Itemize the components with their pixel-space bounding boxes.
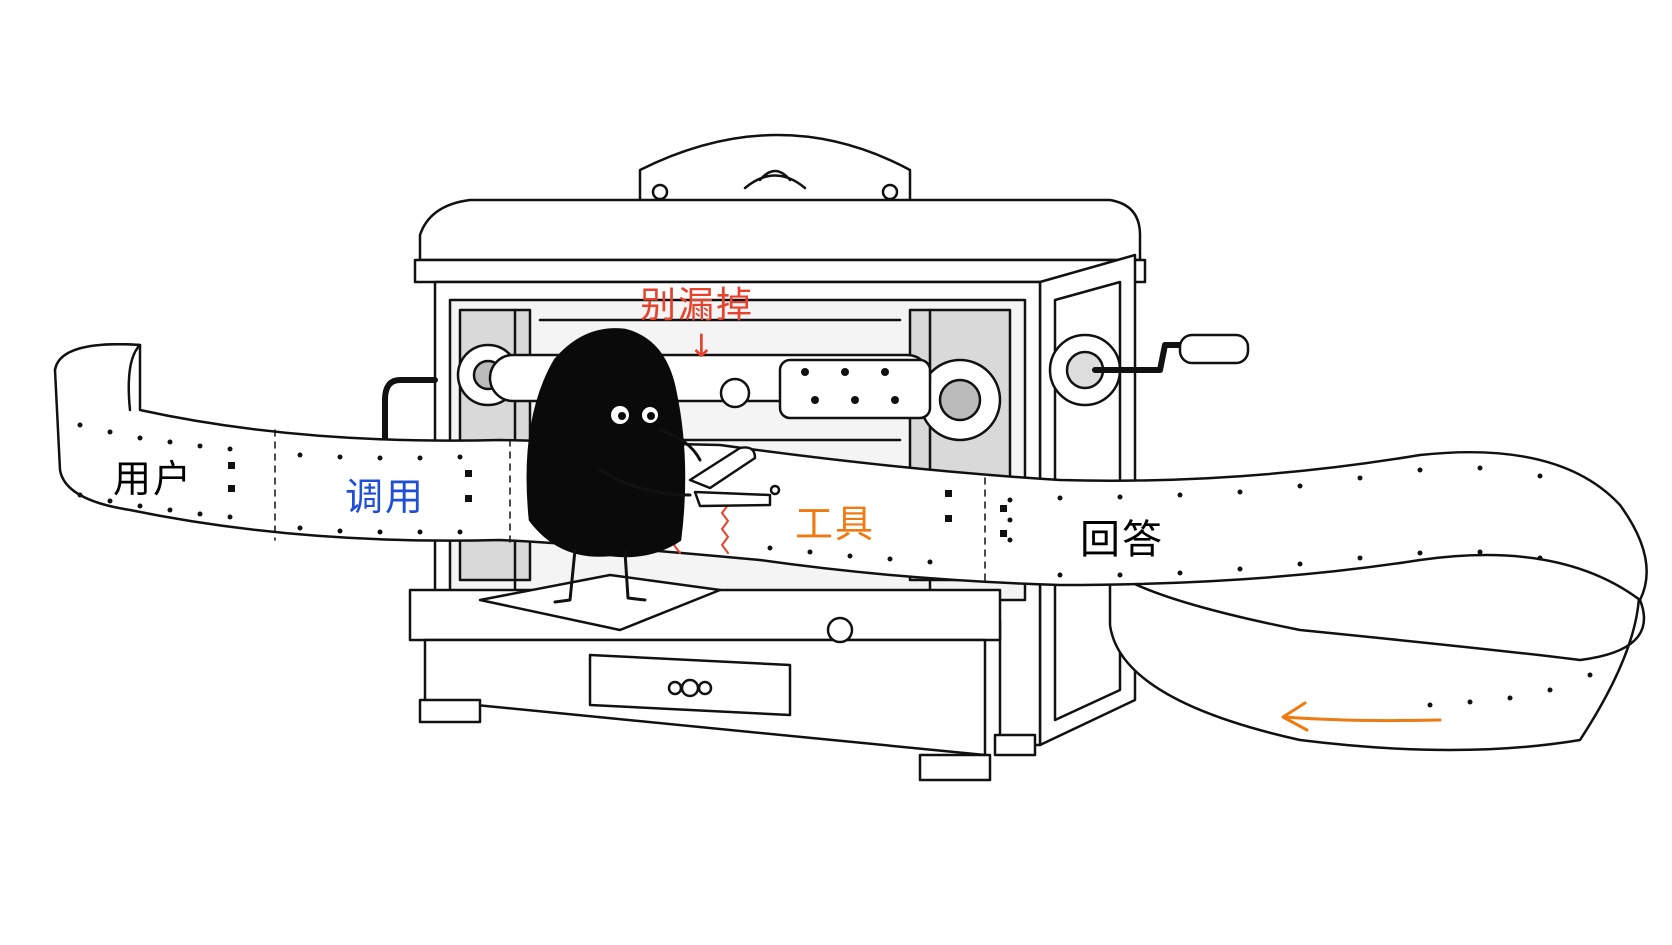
annotation-label: 别漏掉 xyxy=(640,285,755,326)
creature xyxy=(526,328,702,604)
crank-handle-icon xyxy=(1048,333,1250,407)
segment-label-call: 调用 xyxy=(345,475,426,519)
segment-label-answer: 回答 xyxy=(1080,517,1164,563)
segment-label-tool: 工具 xyxy=(795,502,876,546)
paper-tape xyxy=(53,343,1648,752)
tape-ribbon xyxy=(53,343,1648,602)
machine-lid xyxy=(418,198,1142,262)
annotation-arrow-icon: ↓ xyxy=(688,327,717,365)
left-arrow-icon xyxy=(1281,701,1442,732)
drawer-plaque xyxy=(588,653,792,717)
hole-punch-icon xyxy=(688,446,781,508)
pin-cylinder xyxy=(778,358,932,420)
segment-label-user: 用户 xyxy=(113,457,194,501)
tear-mark-right xyxy=(721,504,729,554)
